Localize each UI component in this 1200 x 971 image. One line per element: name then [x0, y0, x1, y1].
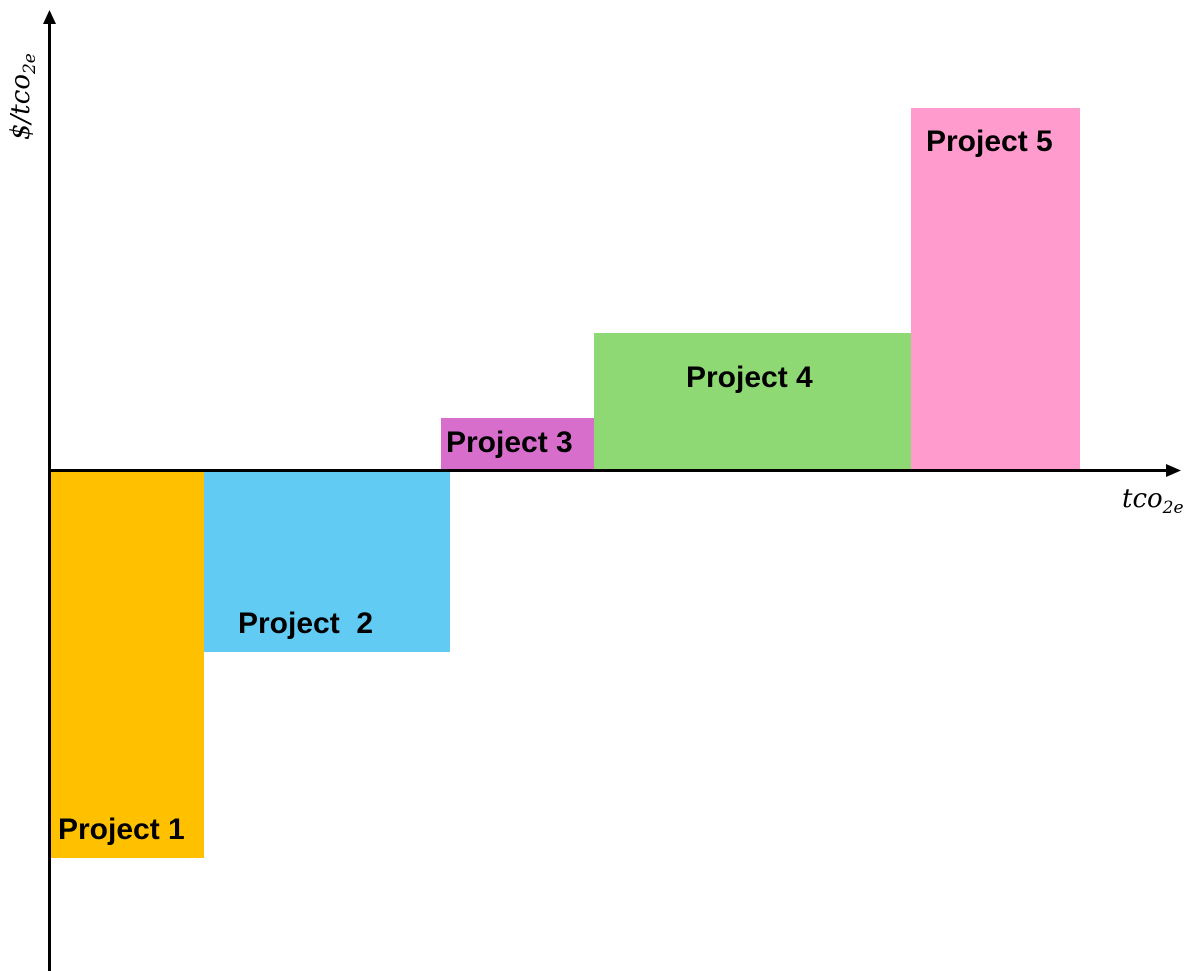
- bar-project-4: [594, 333, 911, 471]
- bar-label-project-1: Project 1: [58, 813, 185, 846]
- x-axis-arrow-icon: [1166, 464, 1181, 477]
- bar-project-3: [441, 418, 594, 471]
- bar-label-project-5: Project 5: [926, 125, 1053, 158]
- y-axis-label: $/tco2e: [6, 53, 40, 140]
- x-axis-label-main: tco: [1122, 484, 1163, 514]
- y-axis-label-prefix: $/: [6, 114, 36, 140]
- bar-project-1: [51, 471, 204, 858]
- x-axis-label-sub: 2e: [1162, 498, 1184, 518]
- y-axis-label-main: tco: [6, 74, 36, 115]
- x-axis-label: tco2e: [1122, 484, 1184, 518]
- y-axis-line: [48, 20, 51, 971]
- bar-label-project-2: Project 2: [238, 607, 374, 640]
- bar-project-5: [911, 108, 1080, 471]
- bar-project-2: [204, 471, 450, 652]
- x-axis-line: [48, 469, 1168, 472]
- bar-label-project-3: Project 3: [446, 426, 573, 459]
- bar-label-project-4: Project 4: [686, 361, 813, 394]
- y-axis-label-sub: 2e: [20, 53, 40, 75]
- y-axis-arrow-icon: [43, 10, 56, 24]
